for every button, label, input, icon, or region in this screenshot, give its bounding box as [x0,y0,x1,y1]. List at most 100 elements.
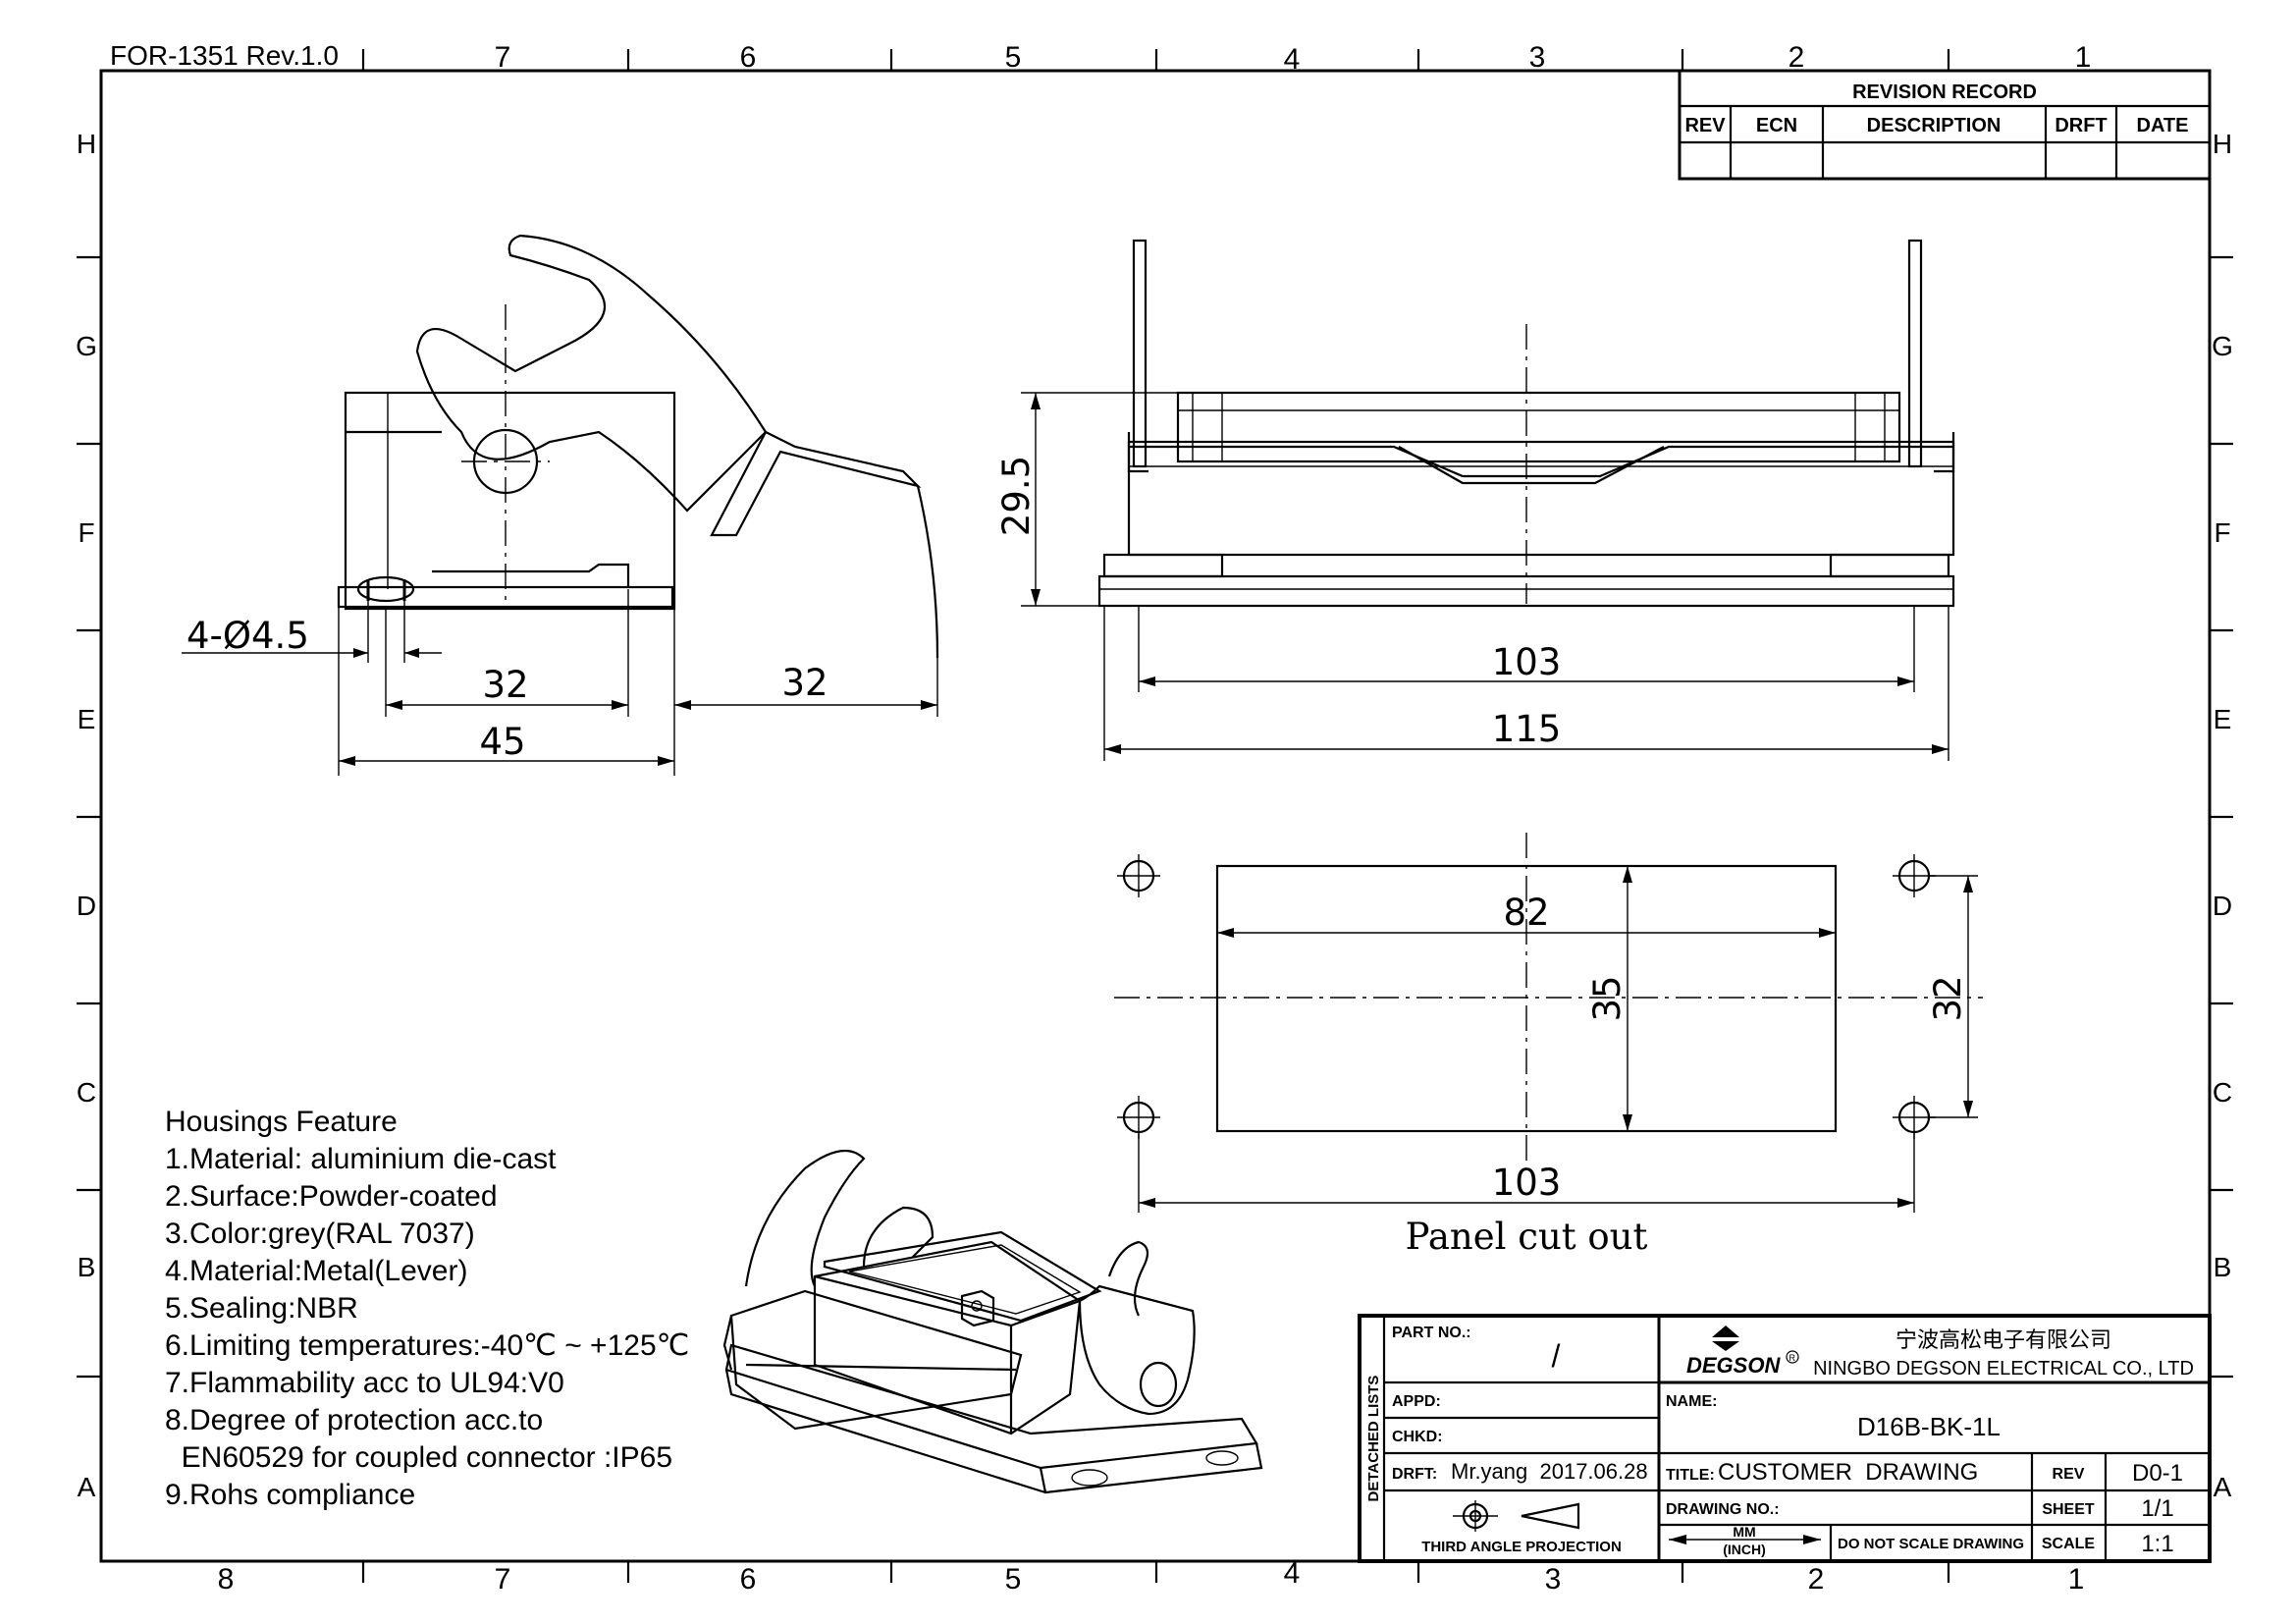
right-row-d: D [2213,891,2232,921]
scale-label: SCALE [2042,1536,2096,1552]
left-row-h: H [77,129,96,159]
dim-side-lever: 32 [781,662,828,704]
dim-height: 29.5 [995,456,1038,536]
dim-holes: 4-Ø4.5 [187,615,309,657]
name-value: D16B-BK-1L [1857,1412,2001,1441]
part-no-value: / [1552,1338,1561,1374]
right-row-labels: H G F E D C B A [2212,129,2233,1502]
drft-label: DRFT: [1392,1466,1437,1483]
dim-hole-spacing-h: 103 [1492,1162,1562,1204]
revision-record-title: REVISION RECORD [1852,81,2037,103]
dim-front-inner: 103 [1492,641,1562,683]
appd-label: APPD: [1392,1393,1441,1410]
dim-hole-spacing-v: 32 [1927,975,1969,1021]
drft-value: Mr.yang 2017.06.28 [1451,1459,1648,1484]
projection-label: THIRD ANGLE PROJECTION [1421,1539,1622,1555]
degson-logo: DEGSON R [1686,1326,1799,1378]
left-row-e: E [78,704,96,734]
rev-value: D0-1 [2132,1460,2183,1487]
company-name-en: NINGBO DEGSON ELECTRICAL CO., LTD [1813,1358,2194,1380]
bottom-col-4: 4 [1284,1557,1301,1590]
panel-cutout-caption: Panel cut out [1406,1216,1648,1258]
bottom-col-3: 3 [1545,1563,1562,1596]
side-view [182,234,939,776]
bottom-col-8: 8 [218,1563,235,1596]
part-no-label: PART NO.: [1392,1325,1471,1341]
top-grid-ticks [361,49,1950,71]
drft-col-header: DRFT [2055,115,2107,136]
bottom-col-2: 2 [1808,1563,1825,1596]
title-value: CUSTOMER DRAWING [1718,1459,1978,1486]
front-view [1021,239,1955,761]
top-col-5: 5 [1005,41,1022,74]
feature-2: 2.Surface:Powder-coated [165,1180,498,1213]
scale-value: 1:1 [2141,1531,2173,1557]
title-label: TITLE: [1666,1467,1715,1484]
left-row-f: F [78,517,94,548]
bottom-column-labels: 8 7 6 5 4 3 2 1 [218,1557,2085,1596]
left-row-b: B [78,1252,96,1282]
feature-7: 7.Flammability acc to UL94:V0 [165,1367,564,1399]
title-block: DETACHED LISTS PART NO.: / APPD: CHKD: D… [1358,1314,2212,1563]
svg-text:R: R [1789,1353,1796,1363]
top-col-7: 7 [495,41,511,74]
sheet-label: SHEET [2042,1501,2095,1518]
chkd-label: CHKD: [1392,1429,1443,1445]
rev-col-header: REV [1684,115,1726,136]
dim-front-outer: 115 [1492,708,1562,750]
right-row-g: G [2212,331,2233,361]
left-row-a: A [78,1472,96,1502]
units-bottom: (INCH) [1723,1542,1766,1557]
top-col-1: 1 [2075,41,2092,74]
form-id: FOR-1351 Rev.1.0 [110,40,339,71]
rev-label: REV [2053,1466,2085,1483]
left-row-d: D [77,891,96,921]
left-row-g: G [76,331,97,361]
side-grid-ticks [77,255,2233,1379]
sheet-value: 1/1 [2141,1495,2173,1522]
dim-side-outer: 45 [479,721,525,763]
feature-9: 9.Rohs compliance [165,1479,415,1511]
dim-cutout-width: 82 [1503,892,1549,934]
top-col-4: 4 [1284,43,1301,76]
right-row-e: E [2214,704,2232,734]
bottom-grid-ticks [361,1561,1950,1583]
description-col-header: DESCRIPTION [1867,115,2002,136]
name-label: NAME: [1666,1393,1717,1410]
bottom-col-7: 7 [495,1563,511,1596]
isometric-view [722,1149,1263,1494]
company-name-cn: 宁波高松电子有限公司 [1896,1328,2111,1353]
detached-lists-label: DETACHED LISTS [1365,1376,1382,1502]
bottom-col-1: 1 [2068,1563,2085,1596]
top-col-2: 2 [1789,41,1805,74]
no-scale-note: DO NOT SCALE DRAWING [1838,1536,2024,1552]
units-top: MM [1733,1524,1755,1540]
top-col-6: 6 [740,41,757,74]
feature-6: 6.Limiting temperatures:-40℃ ~ +125℃ [165,1329,689,1362]
revision-record-table: REVISION RECORD REV ECN DESCRIPTION DRFT… [1678,69,2212,181]
right-row-b: B [2214,1252,2232,1282]
feature-3: 3.Color:grey(RAL 7037) [165,1218,475,1250]
dim-cutout-height: 35 [1586,975,1629,1021]
bottom-col-6: 6 [740,1563,757,1596]
feature-8: 8.Degree of protection acc.to [165,1404,543,1436]
feature-8-cont: EN60529 for coupled connector :IP65 [165,1441,672,1474]
left-row-labels: H G F E D C B A [76,129,97,1502]
panel-cutout-view [1114,833,1983,1213]
company-logo-text: DEGSON [1686,1353,1781,1378]
top-column-labels: 7 6 5 4 3 2 1 [495,41,2092,76]
left-row-c: C [77,1077,96,1108]
date-col-header: DATE [2137,115,2189,136]
feature-5: 5.Sealing:NBR [165,1292,358,1325]
right-row-f: F [2214,517,2230,548]
feature-1: 1.Material: aluminium die-cast [165,1143,557,1175]
bottom-col-5: 5 [1005,1563,1022,1596]
third-angle-projection-icon [1453,1500,1580,1532]
features-block: Housings Feature 1.Material: aluminium d… [165,1106,689,1511]
features-title: Housings Feature [165,1106,398,1138]
right-row-a: A [2214,1472,2232,1502]
drawing-no-label: DRAWING NO.: [1666,1501,1780,1518]
dim-side-inner: 32 [482,664,528,706]
right-row-h: H [2213,129,2232,159]
